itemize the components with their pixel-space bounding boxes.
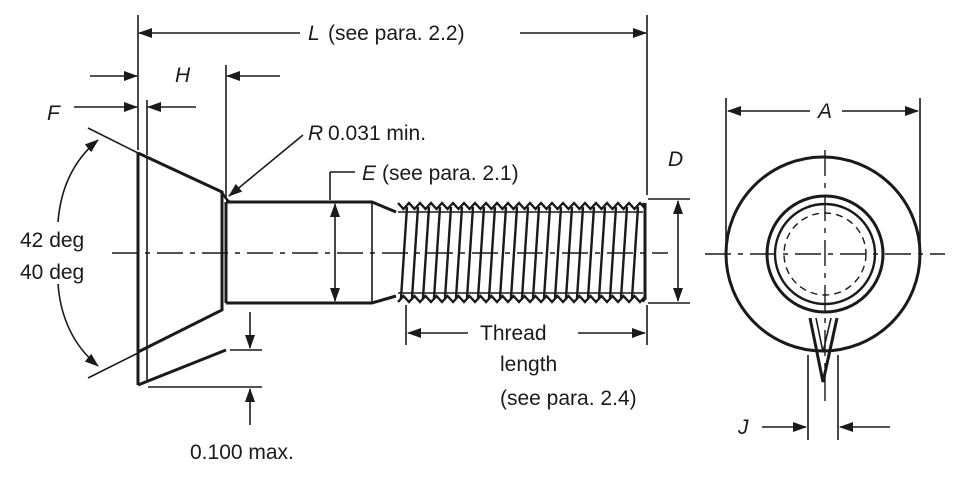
L-note: (see para. 2.2): [328, 22, 465, 45]
R-leader: [228, 134, 304, 197]
thread-line: [608, 206, 618, 299]
thread-line: [498, 206, 508, 299]
thread-line: [509, 206, 519, 299]
side-view: [112, 151, 668, 387]
A-label: A: [816, 100, 832, 123]
head-max-label: 0.100 max.: [190, 441, 294, 464]
thread-line: [542, 206, 552, 299]
thread-line: [531, 206, 541, 299]
thread-line: [597, 206, 607, 299]
R-symbol: R: [308, 122, 323, 145]
thread-line: [454, 206, 464, 299]
thread-line: [564, 206, 574, 299]
angle-extension-top: [87, 127, 139, 154]
thread-crest-outline: [397, 201, 647, 304]
notch: [808, 317, 839, 383]
thread-region: [397, 201, 647, 304]
thread-line: [630, 206, 640, 299]
thread-label-2: length: [500, 353, 557, 376]
shank-circle-inner: [773, 202, 877, 306]
thread-root-circle: [783, 212, 867, 296]
thread-line: [432, 206, 442, 299]
angle-max-label: 42 deg: [20, 229, 84, 252]
notch-inner: [815, 317, 832, 353]
E-note: (see para. 2.1): [382, 162, 519, 185]
angle-extension-bottom: [87, 352, 139, 379]
thread-root-lines: [398, 211, 643, 294]
R-note: 0.031 min.: [328, 122, 426, 145]
thread-line: [421, 206, 431, 299]
thread-line: [476, 206, 486, 299]
angle-min-label: 40 deg: [20, 261, 84, 284]
thread-label-1: Thread: [480, 322, 547, 345]
D-label: D: [668, 148, 683, 171]
angle-arc-bottom: [57, 283, 99, 367]
thread-line: [443, 206, 453, 299]
L-symbol: L: [308, 22, 320, 45]
end-view: A J: [705, 98, 945, 440]
thread-line: [520, 206, 530, 299]
H-label: H: [175, 64, 191, 87]
thread-line: [399, 206, 409, 299]
thread-line: [410, 206, 420, 299]
thread-line: [586, 206, 596, 299]
thread-line: [575, 206, 585, 299]
angle-arc-top: [57, 139, 99, 223]
thread-line: [619, 206, 629, 299]
F-label: F: [47, 102, 61, 125]
thread-label-3: (see para. 2.4): [500, 387, 637, 410]
E-symbol: E: [362, 162, 377, 185]
J-label: J: [737, 416, 749, 439]
thread-line: [553, 206, 563, 299]
thread-line: [465, 206, 475, 299]
dimensions: L (see para. 2.2) H F R 0.031 min. E (se…: [20, 15, 690, 464]
shank-circle-outer: [765, 194, 885, 314]
thread-line: [487, 206, 497, 299]
bolt-head: [136, 151, 227, 387]
